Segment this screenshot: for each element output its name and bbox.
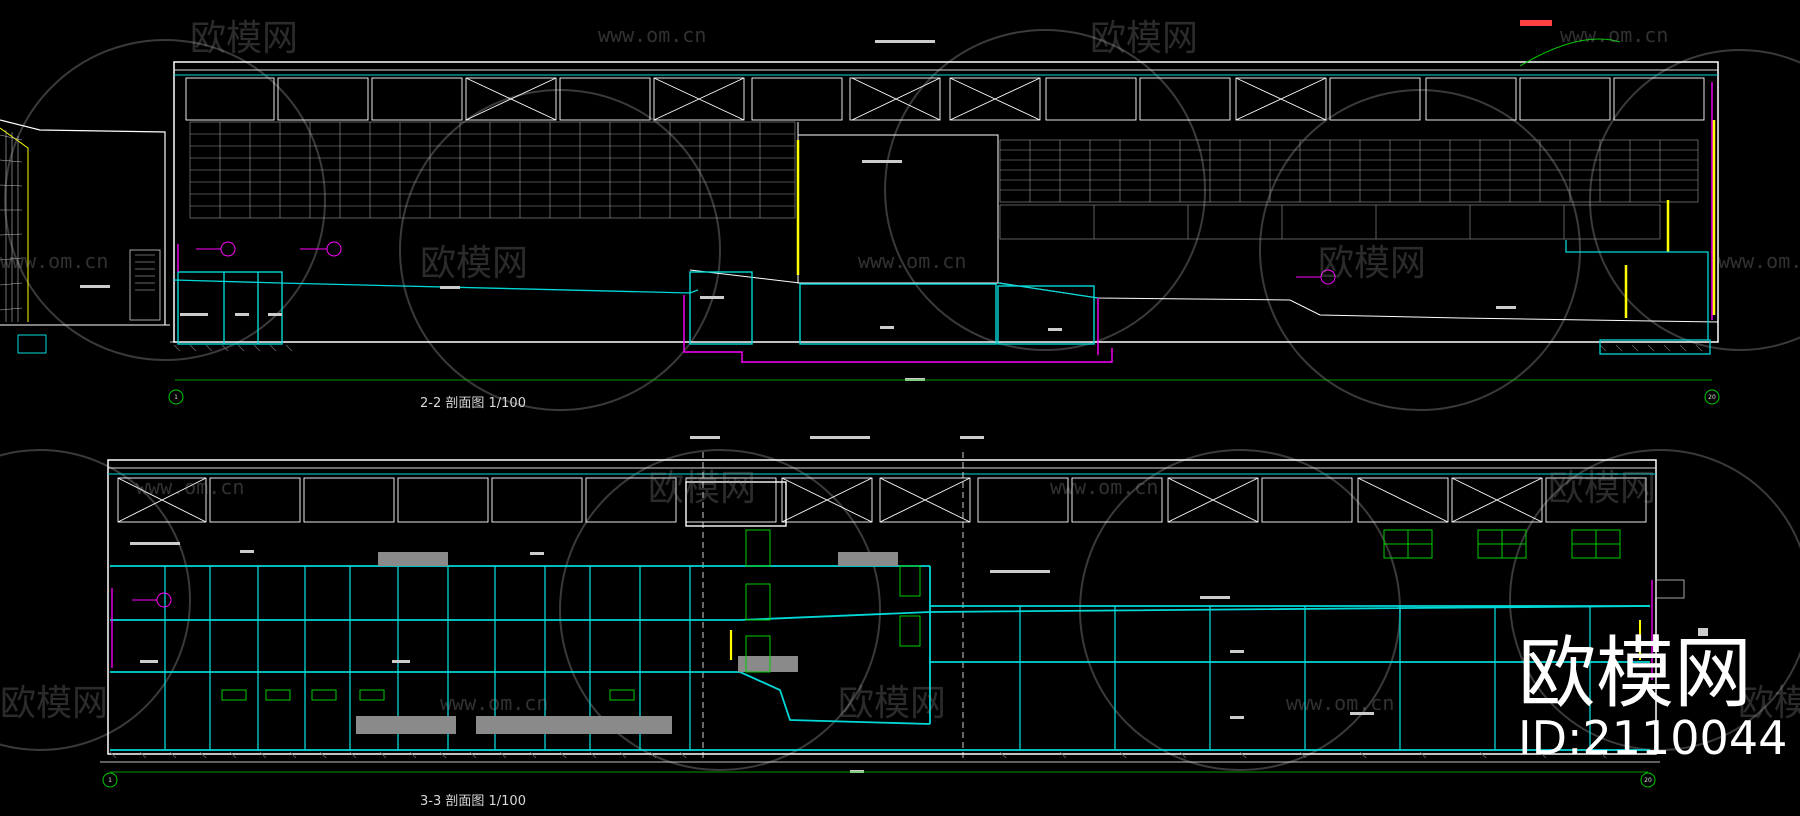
yellow-glass-top [1624, 120, 1716, 318]
watermark-brand: 欧模网 [648, 468, 756, 509]
right-annex [1565, 240, 1711, 355]
watermark-brand: 欧模网 [1738, 683, 1800, 724]
seating-right [999, 139, 1699, 240]
watermark-url: www.om.cn [598, 23, 706, 47]
roof-trusses-bottom [117, 477, 1647, 523]
section-caption-bottom: 3-3 剖面图 1/100 [420, 794, 526, 809]
watermark-url: www.om.cn [1286, 691, 1394, 715]
watermark-brand: 欧模网 [420, 243, 528, 284]
axis-label-bottom-end: 20 [1644, 777, 1652, 784]
roof-arc [1519, 38, 1621, 67]
rooms-top-left [177, 271, 1095, 345]
left-annex [0, 119, 170, 354]
watermark-brand: 欧模网 [190, 18, 298, 59]
marks-bottom [111, 580, 1653, 680]
watermark-url: www.om.cn [0, 249, 108, 273]
axis-bubble-top-end [1704, 389, 1720, 405]
section-3-3: 1 20 3-3 剖面图 1/100 [100, 436, 1708, 809]
ground-hatch-bottom [100, 751, 1660, 763]
watermark-layer: 欧模网 www.om.cn 欧模网 www.om.cn www.om.cn 欧模… [0, 18, 1800, 724]
label-mark [1520, 20, 1552, 26]
watermark-brand: 欧模网 [838, 683, 946, 724]
watermark-brand: 欧模网 [1090, 18, 1198, 59]
watermark-url: www.om.cn [136, 475, 244, 499]
watermark-brand: 欧模网 [1318, 243, 1426, 284]
roof-trusses [185, 77, 1705, 121]
stairs-bottom [356, 552, 898, 734]
level-markers-top [196, 241, 1336, 285]
watermark-brand: 欧模网 [1548, 468, 1656, 509]
watermark-brand: 欧模网 [0, 683, 108, 724]
brand-logo-text: 欧模网 [1518, 629, 1752, 719]
axis-label-top-end: 20 [1708, 394, 1716, 401]
windows-bottom [221, 529, 1621, 701]
section-2-2: 1 20 2-2 剖面图 1/100 [0, 20, 1720, 411]
pits-top [177, 82, 1713, 363]
tiny-labels-bottom [130, 436, 1708, 773]
watermark-url: www.om.cn [440, 691, 548, 715]
section-caption-top: 2-2 剖面图 1/100 [420, 396, 526, 411]
watermark-url: www.om.cn [1718, 249, 1800, 273]
axis-bubble-bottom-end [1640, 772, 1656, 788]
watermark-url: www.om.cn [858, 249, 966, 273]
right-stub [1655, 579, 1685, 599]
axis-bubble-bottom-start [102, 772, 118, 788]
seating-left [189, 121, 796, 219]
floors-bottom [110, 565, 1651, 751]
axis-label-top-start: 1 [174, 394, 178, 401]
stage-opening [685, 481, 787, 527]
axis-bubble-top-start [168, 389, 184, 405]
building-outline-bottom [107, 459, 1657, 755]
tiny-labels-top [80, 40, 1516, 381]
axis-label-bottom-start: 1 [108, 777, 112, 784]
ground-lines-top [170, 269, 1719, 352]
watermark-url: www.om.cn [1560, 23, 1668, 47]
brand-id-text: ID:2110044 [1518, 711, 1787, 765]
watermark-url: www.om.cn [1050, 475, 1158, 499]
